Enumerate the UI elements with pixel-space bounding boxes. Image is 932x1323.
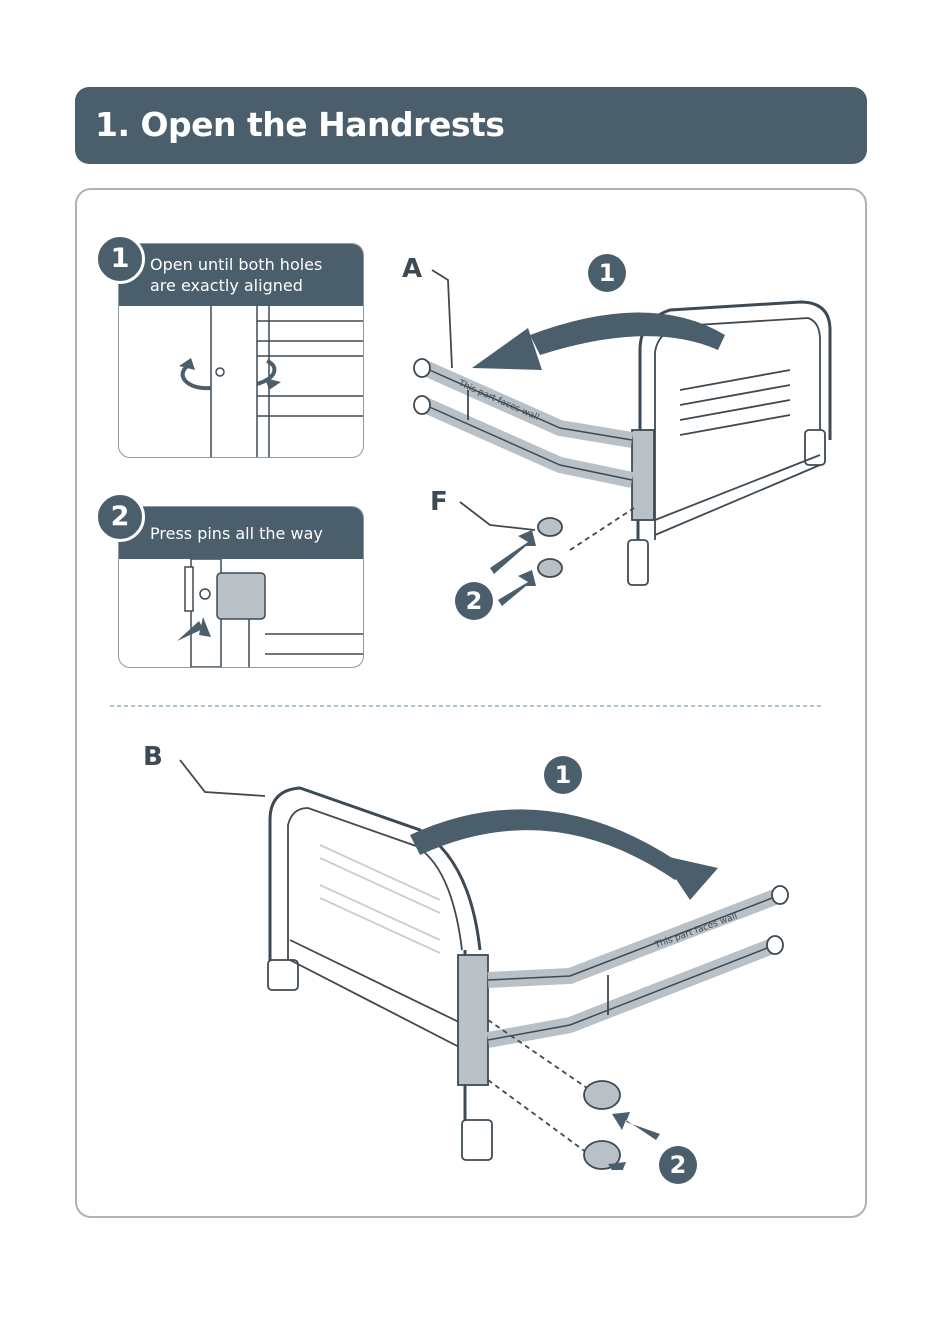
step-2-text: Press pins all the way (150, 523, 323, 544)
step-1-badge: 1 (95, 234, 145, 284)
step-2-badge: 2 (95, 492, 145, 542)
callout-b: B (143, 742, 163, 772)
step-1-text-line-2: are exactly aligned (150, 275, 322, 296)
section-divider (110, 704, 822, 708)
step-2-illustration (119, 559, 363, 667)
step-2-detail-box: Press pins all the way (118, 506, 364, 668)
step-1-text: Open until both holes are exactly aligne… (150, 254, 322, 296)
step-1-illustration (119, 306, 363, 457)
bottom-handrest-diagram: This part faces wall (170, 750, 810, 1170)
section-title-bar: 1. Open the Handrests (75, 87, 867, 164)
step-1-text-line-1: Open until both holes (150, 254, 322, 275)
step-1-detail-box: Open until both holes are exactly aligne… (118, 243, 364, 458)
top-handrest-diagram: This part faces wall (400, 240, 850, 620)
section-title: 1. Open the Handrests (95, 105, 504, 144)
